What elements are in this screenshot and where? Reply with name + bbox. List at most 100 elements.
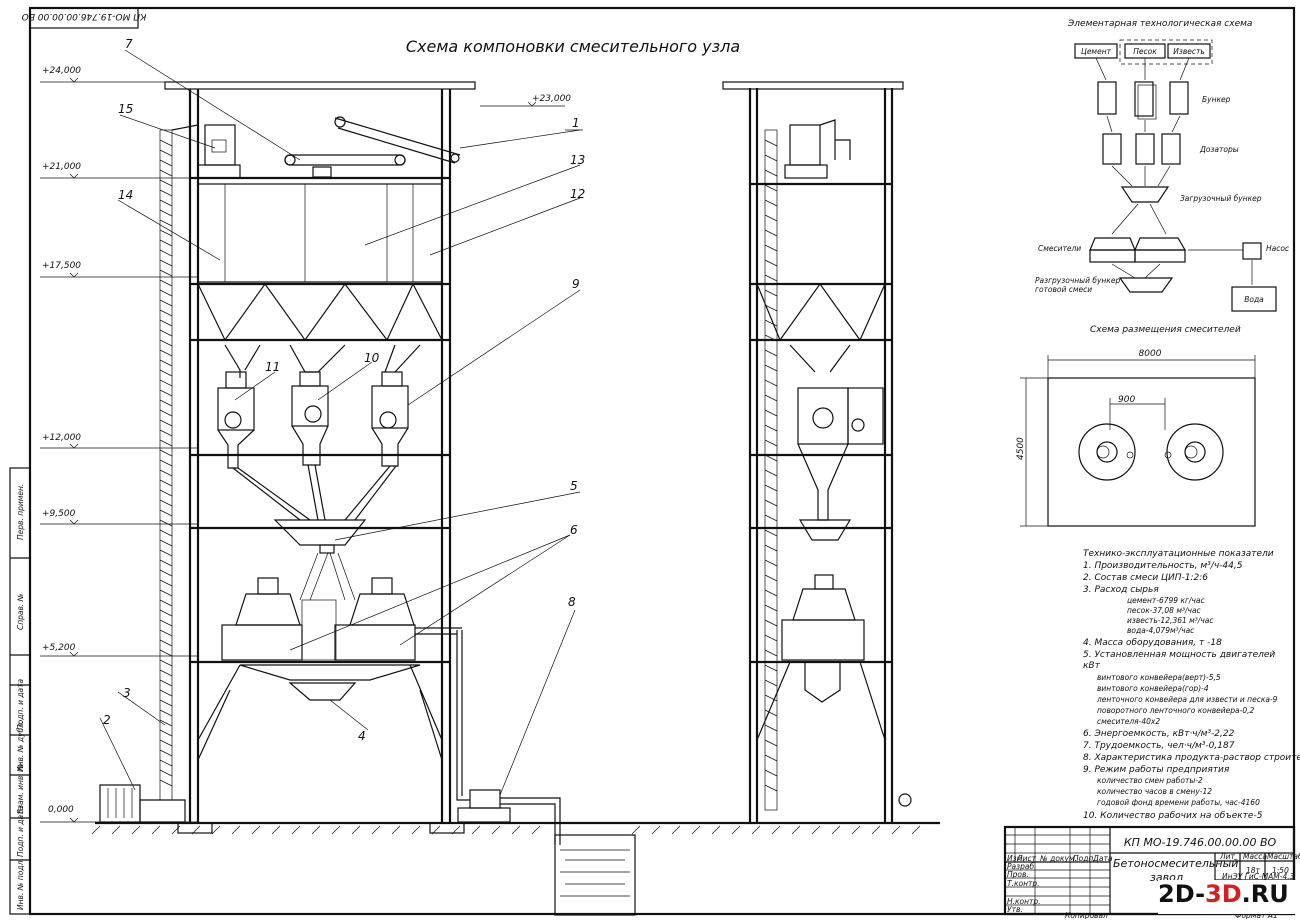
drawing-title: Схема компоновки смесительного узла <box>406 37 740 56</box>
indicators-title: Технико-эксплуатационные показатели <box>1083 549 1274 559</box>
tech-scheme: Элементарная технологическая схема Цемен… <box>1035 19 1290 312</box>
tb-mass: 18т <box>1246 866 1261 875</box>
label-mixers: Смесители <box>1038 244 1081 253</box>
indicator-line-3: 3. Расход сырья <box>1083 585 1159 595</box>
placement-width: 8000 <box>1139 349 1162 359</box>
side-stamp-2: Справ. № <box>16 593 25 630</box>
callout-8: 8 <box>568 595 576 609</box>
input-cement: Цемент <box>1081 47 1112 56</box>
callout-3: 3 <box>123 686 131 700</box>
tech-scheme-title: Элементарная технологическая схема <box>1067 19 1252 29</box>
indicator-line-4: цемент-6799 кг/час <box>1127 596 1205 605</box>
callout-2: 2 <box>103 713 111 727</box>
placement-gap: 900 <box>1118 395 1135 405</box>
indicator-line-11: винтового конвейера(верт)-5,5 <box>1097 673 1221 682</box>
indicator-line-12: винтового конвейера(гор)-4 <box>1097 684 1209 693</box>
side-stamp-3: Подп. и дата <box>16 679 25 730</box>
label-bunker: Бункер <box>1202 95 1231 104</box>
callout-4: 4 <box>358 729 366 743</box>
tb-col-mass: Масса <box>1243 852 1267 861</box>
elevation-17-5: +17,500 <box>42 261 81 271</box>
label-unload-1: Разгрузочный бункер <box>1035 276 1120 285</box>
input-lime: Известь <box>1173 47 1205 56</box>
tb-role-4: Н.контр. <box>1007 897 1041 906</box>
placement-scheme: Схема размещения смесителей 8000 4500 90… <box>1016 325 1256 527</box>
label-loading-bunker: Загрузочный бункер <box>1180 194 1262 203</box>
label-water: Вода <box>1244 295 1264 304</box>
side-stamps: Перв. примен. Справ. № Подп. и дата Инв.… <box>9 467 31 915</box>
indicator-line-8: 4. Масса оборудования, т -18 <box>1083 638 1222 648</box>
tb-row-5: Дата <box>1092 854 1113 863</box>
indicator-line-2: 2. Состав смеси ЦИП-1:2:6 <box>1083 573 1208 583</box>
callout-10: 10 <box>364 351 380 365</box>
front-view-structure <box>99 81 636 916</box>
callout-6: 6 <box>570 523 578 537</box>
indicator-line-5: песок-37,08 м³/час <box>1127 606 1202 615</box>
elevation-23: +23,000 <box>532 94 571 104</box>
callout-1: 1 <box>572 116 580 130</box>
side-view-structure <box>722 81 912 823</box>
label-unload-2: готовой смеси <box>1035 285 1092 294</box>
elevation-9-5: +9,500 <box>42 509 76 519</box>
callout-9: 9 <box>572 277 580 291</box>
input-sand: Песок <box>1133 47 1157 56</box>
tb-scale: 1:50 <box>1272 866 1289 875</box>
elevation-12: +12,000 <box>42 433 81 443</box>
indicator-line-1: 1. Производительность, м³/ч-44,5 <box>1083 561 1243 571</box>
sheet-frame <box>28 6 1296 916</box>
tb-role-3: Т.контр. <box>1007 879 1040 888</box>
watermark-part-2: 3D <box>1205 880 1242 908</box>
tb-row-3: № докум. <box>1039 854 1077 863</box>
tb-role-1: Разраб. <box>1007 862 1036 871</box>
indicators: Технико-эксплуатационные показатели 1. П… <box>1083 549 1300 821</box>
tb-group: ИнЭУ ГиС-МАМ-4.3 <box>1222 872 1295 881</box>
title-block: КП МО-19.746.00.00.00 ВО Изм. Лист № док… <box>1003 825 1300 916</box>
elevation-5-2: +5,200 <box>42 643 76 653</box>
indicator-line-21: количество часов в смену-12 <box>1097 787 1212 796</box>
tb-col-lit: Лит <box>1219 852 1236 861</box>
side-stamp-6: Подп. и дата <box>16 806 25 857</box>
elevation-21: +21,000 <box>42 162 81 172</box>
callout-13: 13 <box>570 153 585 167</box>
tb-role-2: Пров. <box>1007 870 1029 879</box>
callout-11: 11 <box>265 360 280 374</box>
label-dosers: Дозаторы <box>1199 145 1239 154</box>
tb-row-1: Изм. <box>1007 854 1025 863</box>
placement-title: Схема размещения смесителей <box>1090 325 1241 335</box>
indicator-line-22: годовой фонд времени работы, час-4160 <box>1097 798 1260 807</box>
indicator-line-16: 6. Энергоемкость, кВт·ч/м³-2,22 <box>1083 729 1235 739</box>
side-stamp-4: Инв. № дубл. <box>16 721 25 772</box>
tb-name-1: Бетоносмесительный <box>1113 857 1238 870</box>
elevation-marks: +24,000 +21,000 +17,500 +12,000 +9,500 +… <box>40 66 571 823</box>
indicator-line-17: 7. Трудоемкость, чел·ч/м³-0,187 <box>1083 741 1235 751</box>
top-stamp-text: КП МО-19.746.00.00.00 ВО <box>22 11 147 21</box>
elevation-0: 0,000 <box>48 805 74 815</box>
tb-col-scale: Масштаб <box>1267 852 1300 861</box>
indicator-line-23: 10. Количество рабочих на объекте-5 <box>1083 811 1263 821</box>
indicator-line-10: кВт <box>1083 661 1101 671</box>
tb-copied: Копировал <box>1065 911 1108 919</box>
side-stamp-1: Перв. примен. <box>16 484 25 540</box>
indicator-line-9: 5. Установленная мощность двигателей <box>1083 650 1275 660</box>
indicator-line-19: 9. Режим работы предприятия <box>1083 765 1230 775</box>
indicator-line-20: количество смен работы-2 <box>1097 776 1203 785</box>
callout-15: 15 <box>118 102 133 116</box>
tb-role-5: Утв. <box>1007 905 1023 914</box>
tb-row-2: Лист <box>1016 854 1037 863</box>
ground-line <box>91 821 940 835</box>
callout-5: 5 <box>570 479 578 493</box>
tb-code: КП МО-19.746.00.00.00 ВО <box>1124 836 1277 849</box>
callouts: 1 2 3 4 5 6 7 8 9 10 11 12 13 14 15 <box>99 37 585 796</box>
top-stamp-box <box>29 7 139 29</box>
indicator-line-15: смесителя-40х2 <box>1097 717 1160 726</box>
watermark-logo: 2D-3D.RU <box>1158 880 1296 914</box>
callout-12: 12 <box>570 187 585 201</box>
indicator-line-6: известь-12,361 м³/час <box>1127 616 1214 625</box>
label-pump: Насос <box>1266 244 1290 253</box>
tb-format: Формат А1 <box>1235 911 1278 919</box>
callout-7: 7 <box>125 37 133 51</box>
side-stamp-7: Инв. № подл. <box>16 858 25 910</box>
indicator-line-13: ленточного конвейера для извести и песка… <box>1096 695 1278 704</box>
